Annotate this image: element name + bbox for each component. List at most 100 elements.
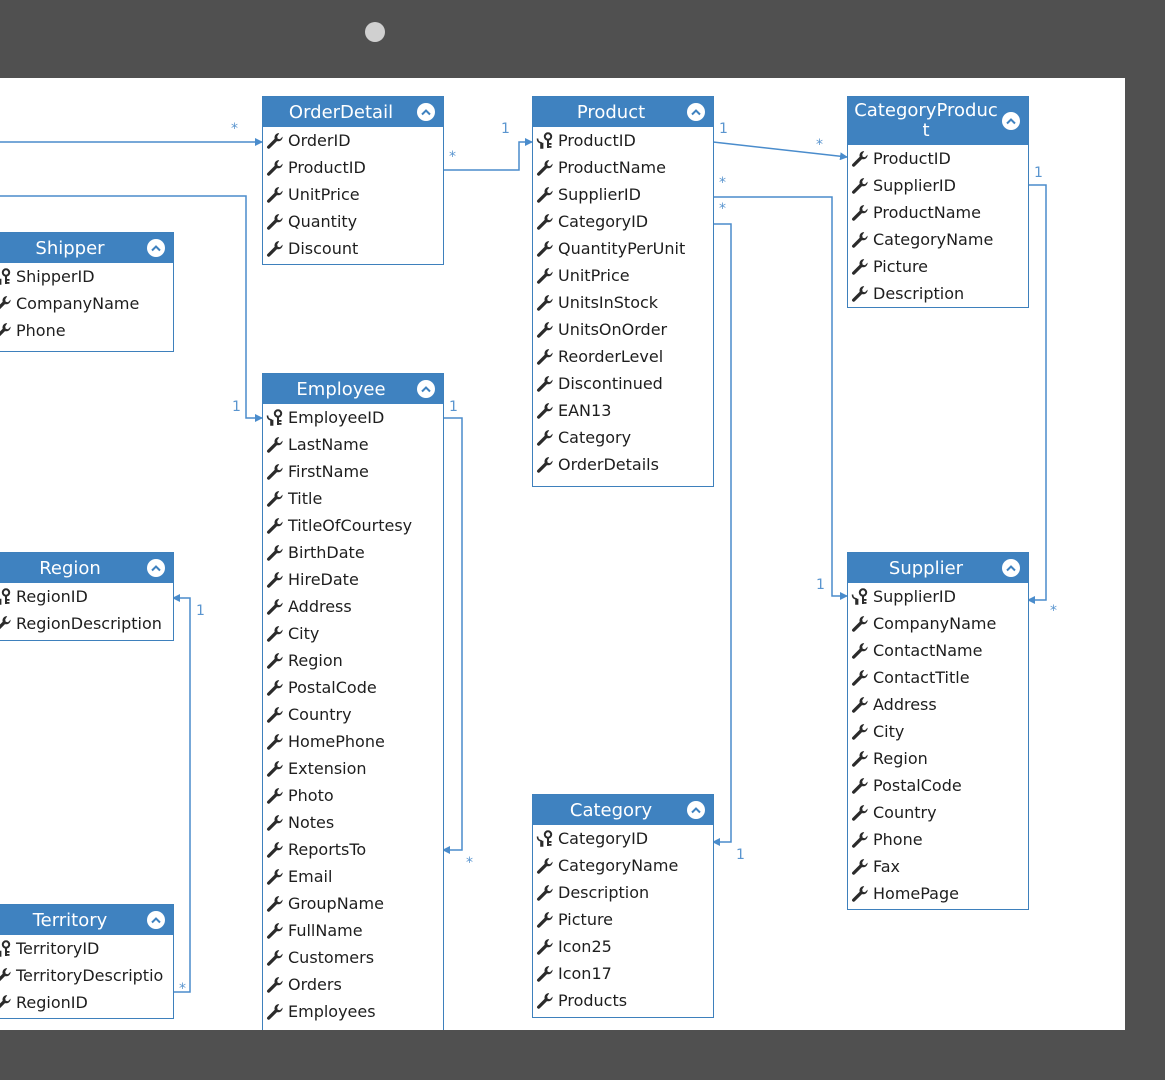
field-row[interactable]: Picture [848, 253, 1028, 280]
field-row[interactable]: Employees [263, 998, 443, 1025]
field-row[interactable]: Address [263, 593, 443, 620]
entity-header[interactable]: Product [533, 97, 713, 127]
field-row[interactable]: HomePhone [263, 728, 443, 755]
field-row[interactable]: ContactTitle [848, 664, 1028, 691]
field-row[interactable]: SupplierID [848, 583, 1028, 610]
field-row[interactable]: PostalCode [848, 772, 1028, 799]
field-row[interactable]: Fax [848, 853, 1028, 880]
field-row[interactable]: Icon25 [533, 933, 713, 960]
field-row[interactable]: Extension [263, 755, 443, 782]
field-row[interactable]: Country [263, 701, 443, 728]
field-row[interactable]: CompanyName [848, 610, 1028, 637]
field-row[interactable]: City [263, 620, 443, 647]
field-row[interactable]: TerritoryDescriptio [0, 962, 173, 989]
field-row[interactable]: City [848, 718, 1028, 745]
field-row[interactable]: SupplierID [848, 172, 1028, 199]
field-row[interactable]: BirthDate [263, 539, 443, 566]
field-row[interactable]: UnitsOnOrder [533, 316, 713, 343]
collapse-chevron-icon[interactable] [417, 380, 435, 398]
field-row[interactable]: ProductID [263, 154, 443, 181]
entity-header[interactable]: Territory [0, 905, 173, 935]
field-row[interactable]: Title [263, 485, 443, 512]
collapse-chevron-icon[interactable] [417, 103, 435, 121]
field-row[interactable]: Notes [263, 809, 443, 836]
field-row[interactable]: Customers [263, 944, 443, 971]
field-row[interactable]: CompanyName [0, 290, 173, 317]
field-row[interactable]: RegionID [0, 989, 173, 1016]
field-row[interactable]: ProductName [533, 154, 713, 181]
field-row[interactable]: GroupName [263, 890, 443, 917]
collapse-chevron-icon[interactable] [147, 911, 165, 929]
field-row[interactable]: ReorderLevel [533, 343, 713, 370]
entity-header[interactable]: Shipper [0, 233, 173, 263]
field-row[interactable]: TerritoryID [0, 935, 173, 962]
field-row[interactable]: Products [533, 987, 713, 1014]
field-row[interactable]: QuantityPerUnit [533, 235, 713, 262]
field-row[interactable]: Category [533, 424, 713, 451]
field-row[interactable]: Email [263, 863, 443, 890]
entity-header[interactable]: Supplier [848, 553, 1028, 583]
field-row[interactable]: Picture [533, 906, 713, 933]
entity-header[interactable]: Category [533, 795, 713, 825]
field-row[interactable]: RegionDescription [0, 610, 173, 637]
field-row[interactable]: LastName [263, 431, 443, 458]
field-row[interactable]: Orders [263, 971, 443, 998]
collapse-chevron-icon[interactable] [147, 239, 165, 257]
field-row[interactable]: Discontinued [533, 370, 713, 397]
collapse-chevron-icon[interactable] [147, 559, 165, 577]
field-row[interactable]: Region [848, 745, 1028, 772]
field-row[interactable]: Address [848, 691, 1028, 718]
collapse-chevron-icon[interactable] [687, 801, 705, 819]
collapse-chevron-icon[interactable] [1002, 559, 1020, 577]
field-row[interactable]: ProductID [848, 145, 1028, 172]
field-row[interactable]: ShipperID [0, 263, 173, 290]
entity-header[interactable]: Region [0, 553, 173, 583]
field-row[interactable]: UnitPrice [263, 181, 443, 208]
field-row[interactable]: UnitsInStock [533, 289, 713, 316]
field-row[interactable]: PostalCode [263, 674, 443, 701]
field-row[interactable]: ContactName [848, 637, 1028, 664]
field-row[interactable]: CategoryID [533, 825, 713, 852]
field-row[interactable]: Description [848, 280, 1028, 307]
field-row[interactable]: RegionID [0, 583, 173, 610]
collapse-chevron-icon[interactable] [687, 103, 705, 121]
field-row[interactable]: CategoryID [533, 208, 713, 235]
field-row[interactable]: ProductName [848, 199, 1028, 226]
field-row[interactable]: Phone [0, 317, 173, 344]
field-row[interactable]: Phone [848, 826, 1028, 853]
field-row[interactable]: EmployeeID [263, 404, 443, 431]
field-row[interactable]: Description [533, 879, 713, 906]
field-row[interactable]: OrderDetails [533, 451, 713, 478]
field-row[interactable]: HireDate [263, 566, 443, 593]
field-row[interactable]: FirstName [263, 458, 443, 485]
field-row[interactable]: EAN13 [533, 397, 713, 424]
field-row[interactable]: UnitPrice [533, 262, 713, 289]
diagram-canvas[interactable]: * * 1 1 * * * 1 1 * 1 1 * 1 1 * OrderDet… [0, 78, 1125, 1030]
field-row[interactable]: ReportsTo [263, 836, 443, 863]
field-row[interactable]: Country [848, 799, 1028, 826]
field-row[interactable]: Icon17 [533, 960, 713, 987]
collapse-chevron-icon[interactable] [1002, 112, 1020, 130]
field-row[interactable]: CategoryName [533, 852, 713, 879]
field-row[interactable]: Region [263, 647, 443, 674]
field-row[interactable]: Quantity [263, 208, 443, 235]
field-row[interactable]: Discount [263, 235, 443, 262]
entity-header[interactable]: CategoryProduct [848, 97, 1028, 145]
field-row[interactable]: FullName [263, 917, 443, 944]
field-row[interactable]: TitleOfCourtesy [263, 512, 443, 539]
field-row[interactable]: HomePage [848, 880, 1028, 907]
field-row[interactable]: CategoryName [848, 226, 1028, 253]
field-row[interactable]: ProductID [533, 127, 713, 154]
entity-header[interactable]: OrderDetail [263, 97, 443, 127]
field-row[interactable]: Photo [263, 782, 443, 809]
field-row[interactable]: OrderID [263, 127, 443, 154]
entity-header[interactable]: Employee [263, 374, 443, 404]
